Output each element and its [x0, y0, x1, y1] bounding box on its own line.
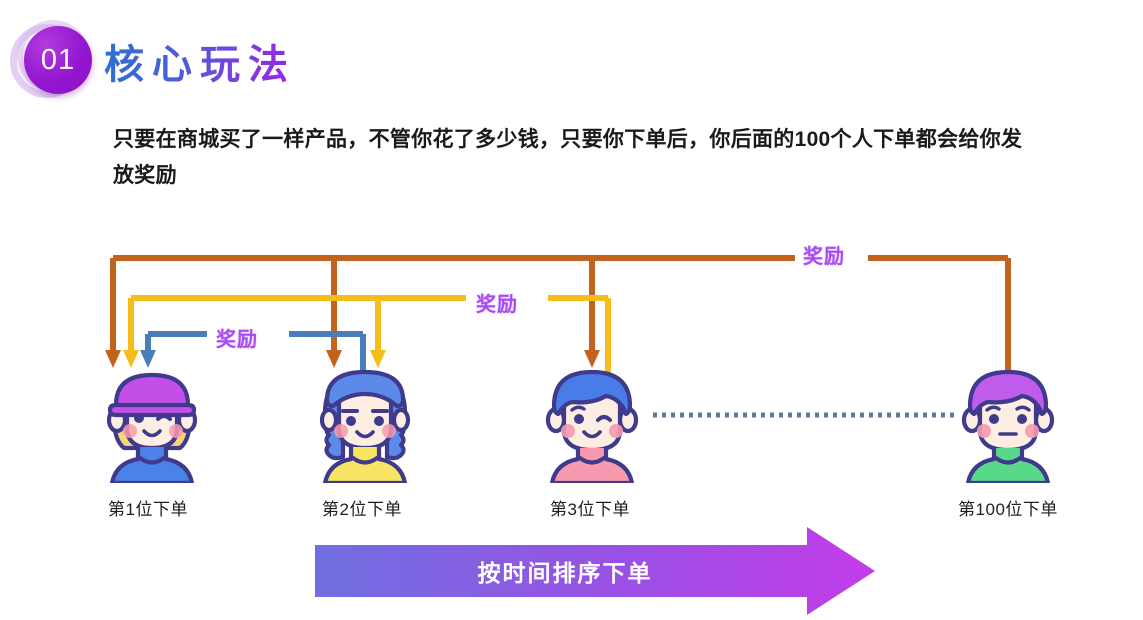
timeline-arrow-label: 按时间排序下单	[477, 560, 653, 586]
avatar-person-1	[106, 372, 198, 483]
avatar-person-3	[545, 369, 639, 483]
avatar-person-4	[961, 369, 1055, 483]
badge-circle: 01	[24, 26, 92, 94]
badge-number-text: 01	[40, 43, 76, 76]
intro-paragraph: 只要在商城买了一样产品，不管你花了多少钱，只要你下单后，你后面的100个人下单都…	[113, 128, 1023, 188]
caption-person-4: 第100位下单	[958, 500, 1058, 519]
caption-person-2: 第2位下单	[322, 500, 402, 519]
caption-person-3: 第3位下单	[550, 500, 630, 519]
reward-label-tier2: 奖励	[476, 294, 518, 316]
section-number-badge: 01	[8, 18, 112, 104]
avatar-person-2	[319, 369, 411, 483]
caption-person-1: 第1位下单	[108, 500, 188, 519]
reward-label-tier1: 奖励	[216, 329, 258, 351]
reward-label-tier3: 奖励	[803, 246, 845, 268]
timeline-arrow-banner: 按时间排序下单	[315, 527, 875, 615]
page-title: 核心玩法	[104, 32, 296, 90]
timeline-arrow-shape	[315, 527, 875, 615]
